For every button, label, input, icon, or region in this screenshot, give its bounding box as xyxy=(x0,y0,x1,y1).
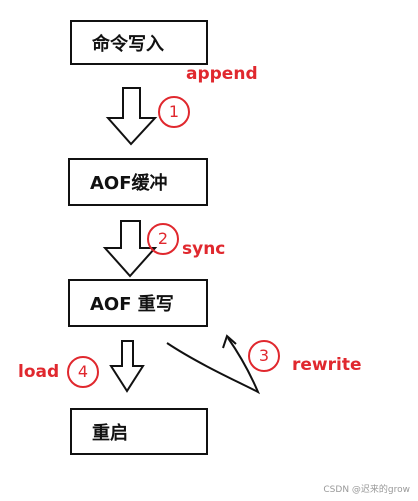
edge-label-rewrite: rewrite xyxy=(292,355,362,375)
step-label: 重启 xyxy=(92,422,128,444)
step-command-write: 命令写入 xyxy=(70,20,208,65)
watermark: CSDN @迟来的grow xyxy=(323,485,410,495)
arrow-4 xyxy=(109,340,145,393)
edge-number-3: 3 xyxy=(248,340,280,372)
step-aof-buffer: AOF缓冲 xyxy=(68,158,208,206)
edge-number-1: 1 xyxy=(158,96,190,128)
edge-number-2: 2 xyxy=(147,223,179,255)
step-label: 命令写入 xyxy=(92,33,164,55)
arrow-1 xyxy=(105,87,158,146)
edge-label-append: append xyxy=(186,64,258,84)
edge-label-load: load xyxy=(18,362,60,382)
edge-label-sync: sync xyxy=(182,239,226,259)
arrow-2 xyxy=(102,220,158,278)
step-label: AOF 重写 xyxy=(90,294,174,315)
step-aof-rewrite: AOF 重写 xyxy=(68,279,208,327)
step-restart: 重启 xyxy=(70,408,208,455)
step-label: AOF缓冲 xyxy=(90,173,168,194)
edge-number-4: 4 xyxy=(67,356,99,388)
rewrite-loop-arrow xyxy=(166,337,261,395)
